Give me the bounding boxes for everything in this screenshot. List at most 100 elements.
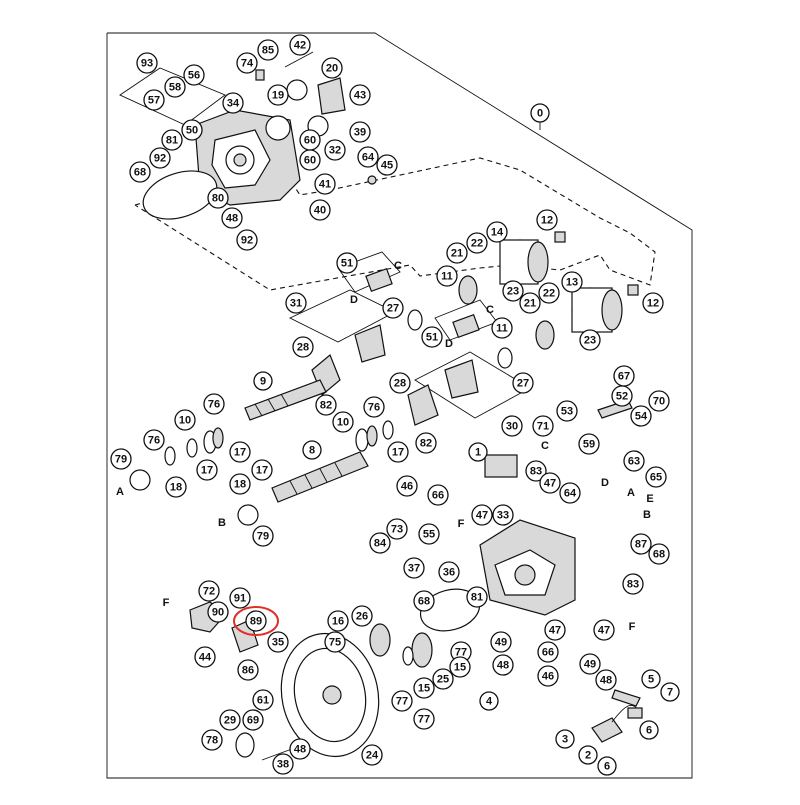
callout-number: 78	[206, 735, 218, 747]
callout-number: 39	[354, 127, 366, 139]
callout-54: 54	[630, 405, 652, 427]
callout-67: 67	[613, 365, 635, 387]
callout-71: 71	[532, 415, 554, 437]
callout-number: 46	[542, 671, 554, 683]
callout-number: 23	[507, 286, 519, 298]
callout-number: 32	[329, 145, 341, 157]
callout-32: 32	[324, 139, 346, 161]
callout-circle	[251, 459, 273, 481]
callout-circle	[143, 429, 165, 451]
callout-80: 80	[207, 187, 229, 209]
callout-circle	[363, 396, 385, 418]
callout-circle	[242, 709, 264, 731]
callout-22: 22	[538, 282, 560, 304]
callout-22: 22	[466, 232, 488, 254]
callout-circle	[537, 665, 559, 687]
callout-number: 47	[544, 478, 556, 490]
disc-21b	[535, 320, 555, 350]
callout-82: 82	[415, 432, 437, 454]
callout-45: 45	[376, 154, 398, 176]
callout-number: 38	[277, 759, 289, 771]
callout-number: 17	[392, 447, 404, 459]
callout-circle	[413, 708, 435, 730]
callout-number: 45	[381, 160, 393, 172]
assembly-frame	[106, 32, 693, 779]
callout-number: 44	[199, 652, 212, 664]
callout-number: 37	[408, 563, 420, 575]
callout-circle	[257, 39, 279, 61]
callout-circle	[237, 659, 259, 681]
callout-circle	[578, 433, 600, 455]
callout-circle	[660, 682, 680, 702]
callout-63: 63	[623, 450, 645, 472]
callout-15: 15	[449, 656, 471, 678]
callout-circle	[299, 149, 321, 171]
callout-38: 38	[272, 753, 294, 775]
callout-number: 51	[426, 332, 438, 344]
callout-51: 51	[421, 326, 443, 348]
cylinder-block-14	[499, 239, 549, 285]
callout-number: 77	[396, 696, 408, 708]
callout-circle	[427, 484, 449, 506]
callout-50: 50	[181, 119, 203, 141]
bracket-5	[611, 689, 641, 707]
callout-23: 23	[579, 329, 601, 351]
letter-label-c: C	[486, 304, 494, 316]
callout-76: 76	[363, 396, 385, 418]
callout-number: 28	[394, 378, 406, 390]
callout-number: 59	[583, 439, 595, 451]
callout-number: 84	[374, 538, 387, 550]
callout-92: 92	[149, 147, 171, 169]
callout-circle	[479, 691, 499, 711]
callout-number: 69	[247, 715, 259, 727]
letter-label-c: C	[394, 260, 402, 272]
callout-6: 6	[597, 756, 617, 776]
callout-number: 11	[441, 271, 453, 283]
block-1	[484, 454, 518, 478]
callout-81: 81	[466, 586, 488, 608]
callout-81: 81	[161, 129, 183, 151]
callout-number: 23	[584, 335, 596, 347]
callout-number: 81	[471, 592, 483, 604]
nut-45	[367, 175, 377, 185]
highlight-ring	[233, 606, 279, 636]
callout-circle	[630, 533, 652, 555]
callout-47: 47	[471, 504, 493, 526]
callout-41: 41	[314, 173, 336, 195]
callout-27: 27	[382, 297, 404, 319]
callout-8: 8	[302, 440, 322, 460]
callout-circle	[613, 365, 635, 387]
bolt-42	[284, 51, 314, 68]
callout-circle	[413, 677, 435, 699]
callout-circle	[229, 473, 251, 495]
callout-number: 76	[208, 399, 220, 411]
callout-number: 82	[320, 400, 332, 412]
callout-number: 28	[297, 342, 309, 354]
callout-circle	[561, 271, 583, 293]
callout-circle	[161, 129, 183, 151]
callout-number: 48	[497, 660, 509, 672]
callout-number: 49	[495, 637, 507, 649]
callout-number: 58	[169, 82, 181, 94]
callout-number: 66	[542, 647, 554, 659]
callout-36: 36	[438, 561, 460, 583]
callout-42: 42	[289, 34, 311, 56]
callout-35: 35	[267, 631, 289, 653]
callout-number: 27	[517, 378, 529, 390]
callout-number: 12	[647, 298, 659, 310]
callout-number: 27	[387, 303, 399, 315]
callout-48: 48	[492, 654, 514, 676]
callout-circle	[357, 146, 379, 168]
callout-83: 83	[525, 460, 547, 482]
callout-68: 68	[129, 161, 151, 183]
ring-79a	[129, 469, 151, 491]
callout-circle	[648, 543, 670, 565]
callout-circle	[221, 207, 243, 229]
letter-label-a: A	[116, 486, 124, 498]
callout-66: 66	[537, 641, 559, 663]
callout-circle	[492, 654, 514, 676]
callout-number: 71	[537, 421, 549, 433]
callout-circle	[245, 610, 267, 632]
callout-circle	[436, 265, 458, 287]
